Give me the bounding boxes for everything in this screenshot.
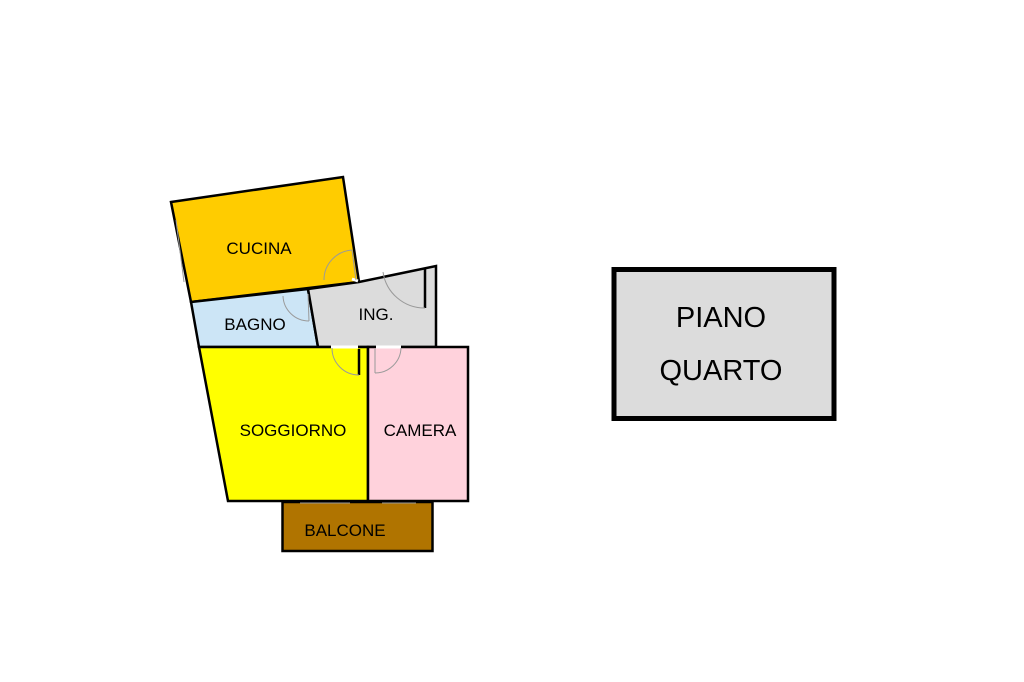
door-arc-camera [374,347,402,374]
floor-indicator-box [611,267,837,421]
label-cucina: CUCINA [226,239,292,258]
floor-label-line2: QUARTO [659,355,782,387]
label-camera: CAMERA [384,421,457,440]
door-opening-cucina [351,277,359,283]
room-ingresso [306,264,438,349]
door-arc-entrance [382,271,426,309]
label-ingresso: ING. [359,305,394,324]
window-marks [175,219,416,504]
label-soggiorno: SOGGIORNO [240,421,347,440]
label-balcone: BALCONE [304,521,385,540]
floor-label-line1: PIANO [676,302,766,334]
door-leaf-cucina [351,249,357,281]
window-cucina [175,219,185,283]
doors [282,249,427,376]
room-balcone [281,500,434,553]
door-leaf-bagno [307,293,310,322]
door-arc-bagno [282,295,310,322]
door-arc-cucina [323,249,353,281]
room-camera [366,345,470,503]
label-bagno: BAGNO [224,315,285,334]
door-arc-soggiorno [331,347,360,376]
